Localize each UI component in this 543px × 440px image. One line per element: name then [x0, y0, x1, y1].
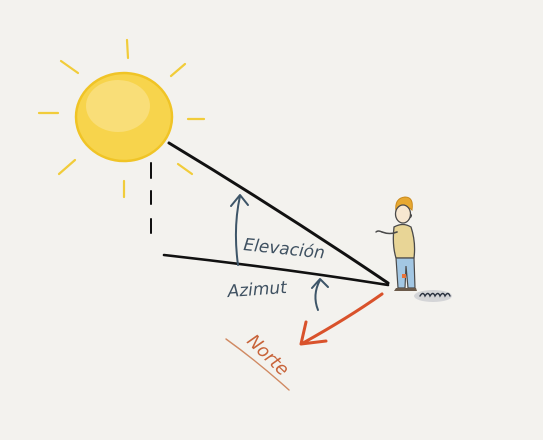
sun-icon	[39, 40, 204, 197]
north-label: Norte	[243, 330, 294, 380]
elevation-label: Elevación	[242, 235, 325, 263]
person-icon	[376, 197, 417, 291]
azimuth-label: Azimut	[226, 278, 289, 302]
line-of-sight	[169, 143, 388, 283]
azimuth-arrow	[312, 279, 328, 310]
north-arrow	[301, 294, 382, 344]
sun-highlight	[86, 80, 150, 132]
